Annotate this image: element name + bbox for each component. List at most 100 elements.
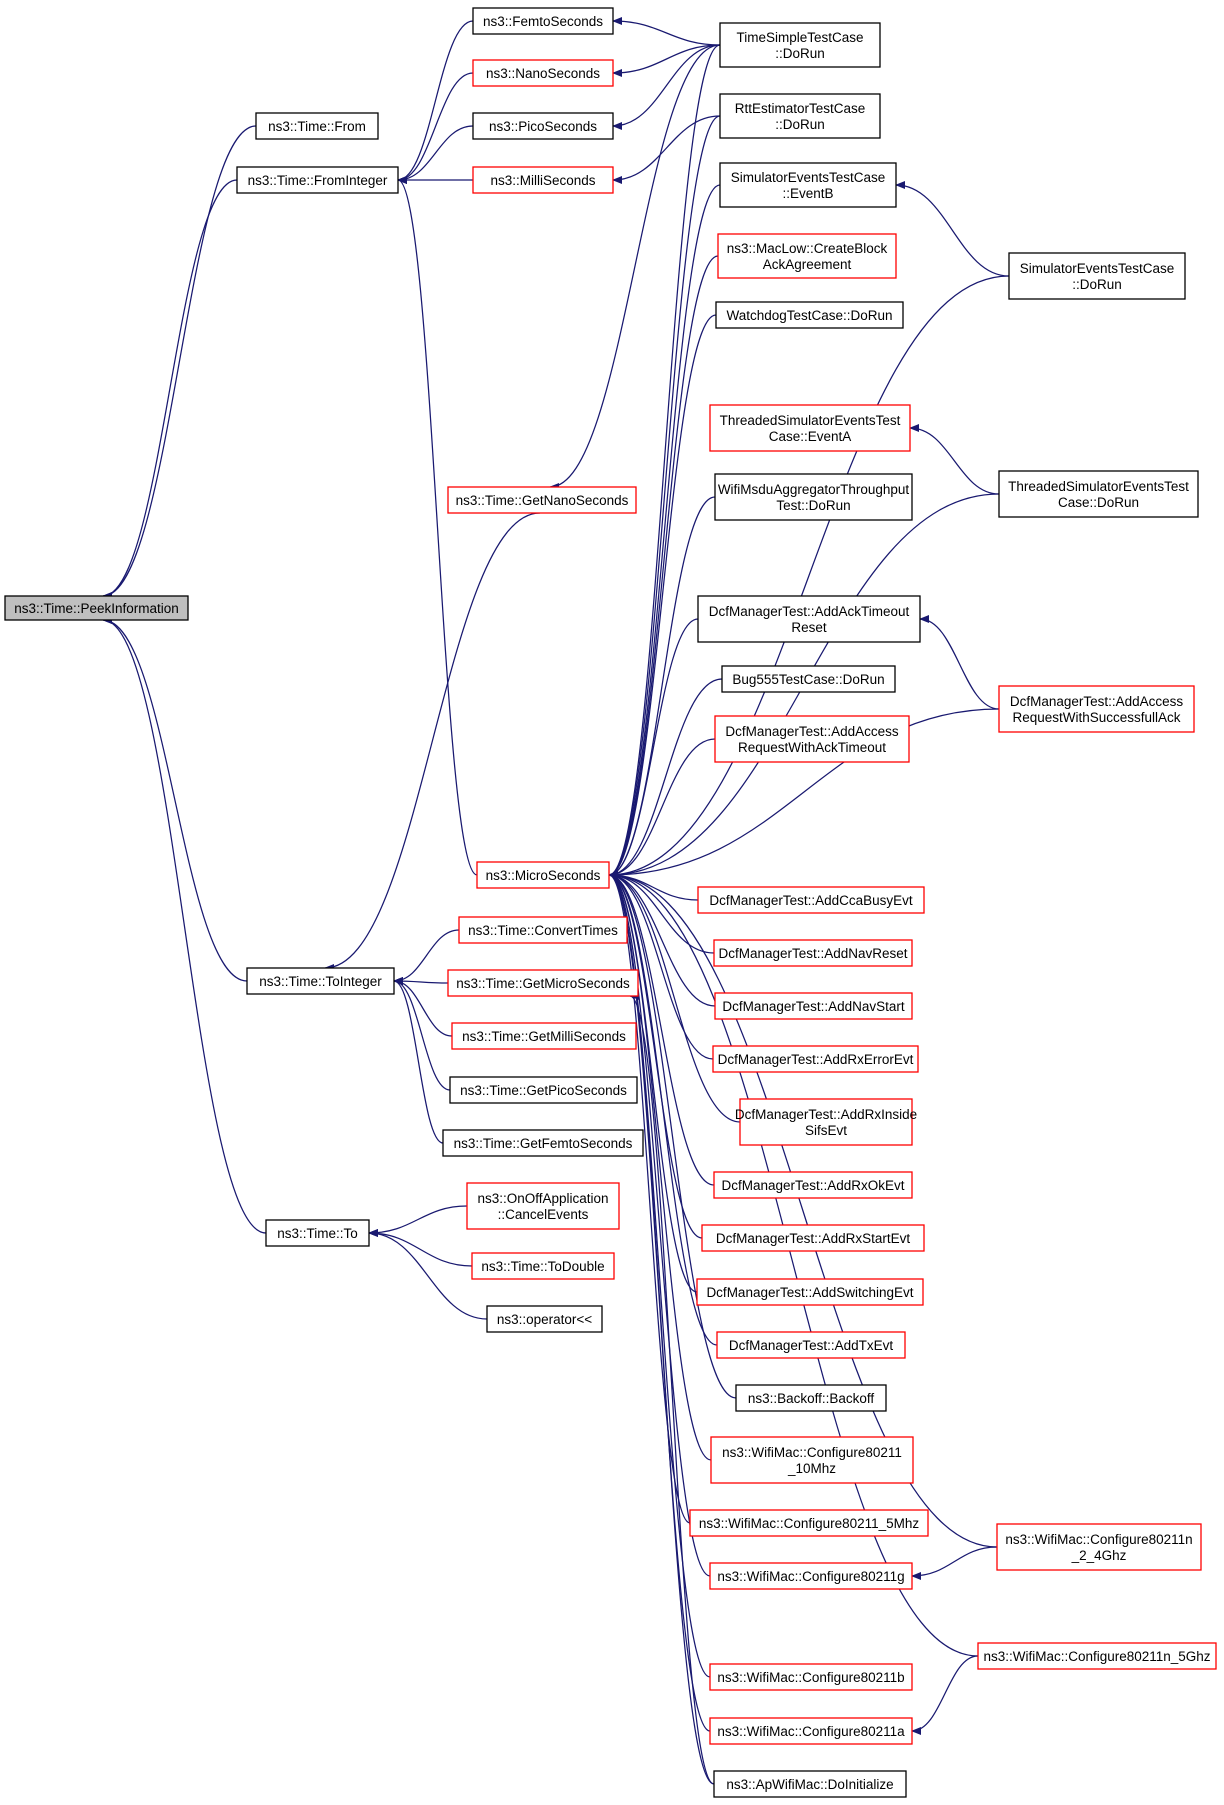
node-ns3-microseconds[interactable]: ns3::MicroSeconds	[476, 861, 610, 889]
node-box[interactable]	[449, 1076, 638, 1104]
node-box[interactable]	[471, 1252, 615, 1280]
node-ns3-apwifimac-doinitialize[interactable]: ns3::ApWifiMac::DoInitialize	[713, 1770, 907, 1798]
node-dcfmanagertest-addrxerrorevt[interactable]: DcfManagerTest::AddRxErrorEvt	[712, 1045, 919, 1073]
node-ns3-onoffapplication-cancelevents[interactable]: ns3::OnOffApplication::CancelEvents	[466, 1182, 620, 1230]
node-box[interactable]	[472, 7, 614, 35]
node-box[interactable]	[714, 473, 913, 521]
node-box[interactable]	[246, 967, 395, 995]
node-box[interactable]	[709, 1717, 913, 1745]
node-box[interactable]	[715, 301, 904, 329]
node-ns3-wifimac-configure80211n-5ghz[interactable]: ns3::WifiMac::Configure80211n_5Ghz	[977, 1642, 1217, 1670]
node-box[interactable]	[466, 1182, 620, 1230]
node-ns3-femtoseconds[interactable]: ns3::FemtoSeconds	[472, 7, 614, 35]
node-ns3-milliseconds[interactable]: ns3::MilliSeconds	[472, 166, 614, 194]
node-box[interactable]	[689, 1509, 929, 1537]
node-box[interactable]	[696, 1278, 924, 1306]
node-box[interactable]	[712, 1045, 919, 1073]
node-ns3-wifimac-configure80211b[interactable]: ns3::WifiMac::Configure80211b	[709, 1663, 913, 1691]
node-ns3-wifimac-configure80211g[interactable]: ns3::WifiMac::Configure80211g	[709, 1562, 913, 1590]
node-box[interactable]	[701, 1224, 925, 1252]
node-box[interactable]	[709, 1663, 913, 1691]
node-ns3-wifimac-configure80211n-2-4ghz[interactable]: ns3::WifiMac::Configure80211n_2_4Ghz	[996, 1523, 1202, 1571]
node-box[interactable]	[458, 916, 628, 944]
node-box[interactable]	[451, 1022, 637, 1050]
node-simulatoreventstestcase-dorun[interactable]: SimulatorEventsTestCase::DoRun	[1008, 252, 1186, 300]
node-ns3-wifimac-configure80211-5mhz[interactable]: ns3::WifiMac::Configure80211_5Mhz	[689, 1509, 929, 1537]
node-ns3-picoseconds[interactable]: ns3::PicoSeconds	[472, 112, 614, 140]
node-box[interactable]	[716, 1331, 906, 1359]
node-ns3-time-getpicoseconds[interactable]: ns3::Time::GetPicoSeconds	[449, 1076, 638, 1104]
node-dcfmanagertest-addaccess-requestwithsuccessfullack[interactable]: DcfManagerTest::AddAccessRequestWithSucc…	[998, 685, 1195, 733]
node-box[interactable]	[709, 404, 911, 452]
node-ns3-wifimac-configure80211-10mhz[interactable]: ns3::WifiMac::Configure80211_10Mhz	[710, 1436, 914, 1484]
node-box[interactable]	[447, 486, 637, 514]
node-box[interactable]	[447, 969, 639, 997]
node-ns3-time-from[interactable]: ns3::Time::From	[255, 112, 379, 140]
node-box[interactable]	[710, 1436, 914, 1484]
node-ns3-time-frominteger[interactable]: ns3::Time::FromInteger	[236, 166, 399, 194]
node-box[interactable]	[713, 939, 913, 967]
node-ns3-time-getmilliseconds[interactable]: ns3::Time::GetMilliSeconds	[451, 1022, 637, 1050]
node-simulatoreventstestcase-eventb[interactable]: SimulatorEventsTestCase::EventB	[719, 162, 897, 208]
node-box[interactable]	[472, 166, 614, 194]
node-box[interactable]	[714, 715, 910, 763]
node-dcfmanagertest-addccabusyevt[interactable]: DcfManagerTest::AddCcaBusyEvt	[697, 886, 925, 914]
node-timesimpletestcase-dorun[interactable]: TimeSimpleTestCase::DoRun	[719, 22, 881, 68]
node-box[interactable]	[719, 162, 897, 208]
node-bug555testcase-dorun[interactable]: Bug555TestCase::DoRun	[721, 665, 896, 693]
node-ns3-operator[interactable]: ns3::operator<<	[486, 1305, 603, 1333]
node-box[interactable]	[977, 1642, 1217, 1670]
node-box[interactable]	[472, 59, 614, 87]
node-box[interactable]	[709, 1562, 913, 1590]
node-box[interactable]	[255, 112, 379, 140]
node-dcfmanagertest-addnavreset[interactable]: DcfManagerTest::AddNavReset	[713, 939, 913, 967]
node-ns3-time-getnanoseconds[interactable]: ns3::Time::GetNanoSeconds	[447, 486, 637, 514]
node-ns3-time-todouble[interactable]: ns3::Time::ToDouble	[471, 1252, 615, 1280]
node-ns3-time-peekinformation[interactable]: ns3::Time::PeekInformation	[4, 595, 189, 621]
node-box[interactable]	[486, 1305, 603, 1333]
node-dcfmanagertest-addswitchingevt[interactable]: DcfManagerTest::AddSwitchingEvt	[696, 1278, 924, 1306]
node-ns3-time-getmicroseconds[interactable]: ns3::Time::GetMicroSeconds	[447, 969, 639, 997]
node-box[interactable]	[472, 112, 614, 140]
node-box[interactable]	[721, 665, 896, 693]
node-watchdogtestcase-dorun[interactable]: WatchdogTestCase::DoRun	[715, 301, 904, 329]
node-ns3-time-tointeger[interactable]: ns3::Time::ToInteger	[246, 967, 395, 995]
node-box[interactable]	[735, 1384, 887, 1412]
node-box[interactable]	[265, 1219, 370, 1247]
node-box[interactable]	[996, 1523, 1202, 1571]
node-box[interactable]	[1008, 252, 1186, 300]
node-ns3-wifimac-configure80211a[interactable]: ns3::WifiMac::Configure80211a	[709, 1717, 913, 1745]
node-box[interactable]	[719, 93, 881, 139]
node-dcfmanagertest-addtxevt[interactable]: DcfManagerTest::AddTxEvt	[716, 1331, 906, 1359]
node-dcfmanagertest-addaccess-requestwithacktimeout[interactable]: DcfManagerTest::AddAccessRequestWithAckT…	[714, 715, 910, 763]
node-box[interactable]	[236, 166, 399, 194]
node-box[interactable]	[4, 595, 189, 621]
node-ns3-time-getfemtoseconds[interactable]: ns3::Time::GetFemtoSeconds	[442, 1129, 644, 1157]
node-box[interactable]	[998, 685, 1195, 733]
node-box[interactable]	[476, 861, 610, 889]
node-box[interactable]	[442, 1129, 644, 1157]
node-dcfmanagertest-addnavstart[interactable]: DcfManagerTest::AddNavStart	[714, 992, 913, 1020]
node-ns3-time-to[interactable]: ns3::Time::To	[265, 1219, 370, 1247]
node-ns3-nanoseconds[interactable]: ns3::NanoSeconds	[472, 59, 614, 87]
node-box[interactable]	[713, 1171, 913, 1199]
node-box[interactable]	[697, 886, 925, 914]
node-dcfmanagertest-addrxstartevt[interactable]: DcfManagerTest::AddRxStartEvt	[701, 1224, 925, 1252]
node-box[interactable]	[697, 595, 921, 643]
node-box[interactable]	[717, 233, 897, 279]
node-box[interactable]	[714, 992, 913, 1020]
node-box[interactable]	[719, 22, 881, 68]
node-box[interactable]	[739, 1098, 913, 1146]
node-rttestimatortestcase-dorun[interactable]: RttEstimatorTestCase::DoRun	[719, 93, 881, 139]
node-ns3-backoff-backoff[interactable]: ns3::Backoff::Backoff	[735, 1384, 887, 1412]
node-box[interactable]	[713, 1770, 907, 1798]
node-box[interactable]	[998, 470, 1199, 518]
node-ns3-time-converttimes[interactable]: ns3::Time::ConvertTimes	[458, 916, 628, 944]
node-dcfmanagertest-addrxokevt[interactable]: DcfManagerTest::AddRxOkEvt	[713, 1171, 913, 1199]
